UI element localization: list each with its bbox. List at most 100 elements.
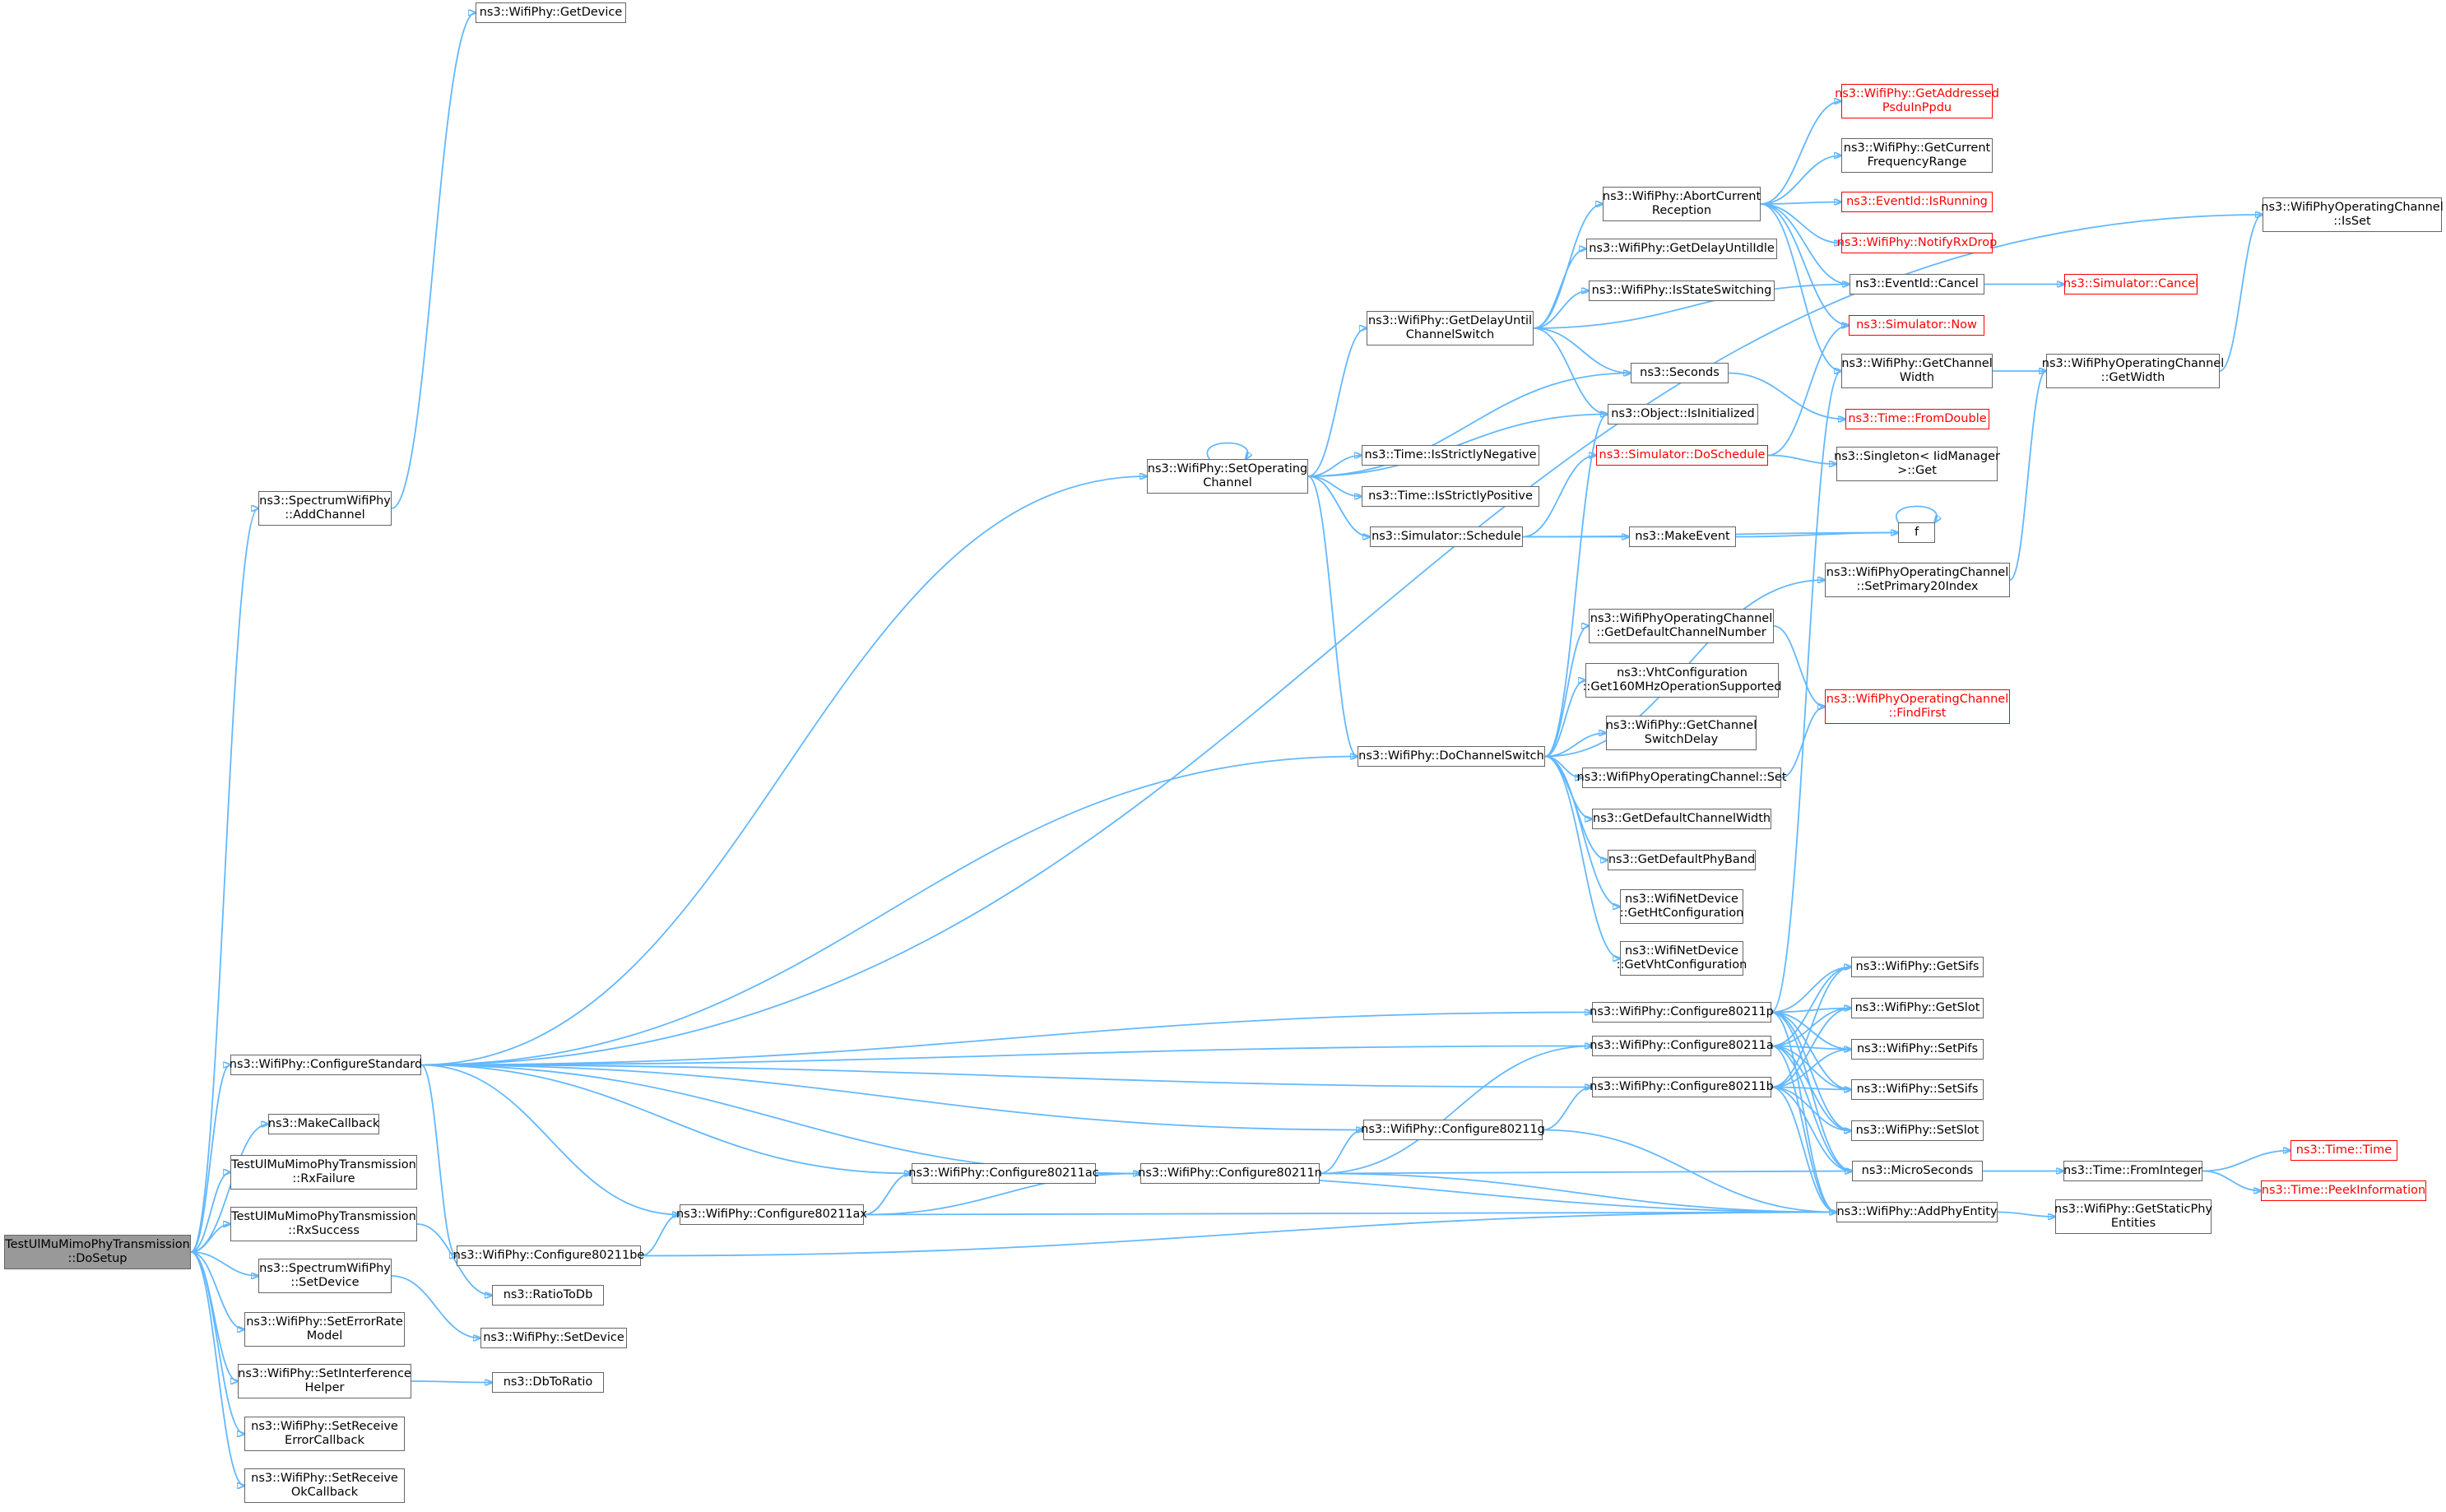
graph-node[interactable]: ns3::Singleton< IidManager >::Get <box>1834 447 2000 481</box>
graph-node[interactable]: ns3::EventId::IsRunning <box>1841 192 1993 212</box>
call-edge <box>420 476 1147 1066</box>
graph-node[interactable]: ns3::WifiPhy::Configure80211be <box>453 1245 644 1266</box>
graph-node[interactable]: ns3::MakeCallback <box>268 1114 379 1134</box>
graph-node[interactable]: ns3::SpectrumWifiPhy ::AddChannel <box>258 491 392 526</box>
call-edge <box>1771 967 1851 1013</box>
graph-node[interactable]: ns3::RatioToDb <box>492 1285 604 1306</box>
graph-node[interactable]: ns3::WifiPhy::GetDelayUntil ChannelSwitc… <box>1367 311 1534 346</box>
graph-node[interactable]: ns3::WifiPhy::GetSlot <box>1851 998 1984 1018</box>
graph-node[interactable]: ns3::WifiPhy::GetCurrent FrequencyRange <box>1841 138 1993 173</box>
graph-node[interactable]: ns3::VhtConfiguration ::Get160MHzOperati… <box>1583 663 1781 698</box>
call-edge <box>1544 733 1606 758</box>
call-edge <box>391 13 476 509</box>
call-edge <box>640 1213 1836 1257</box>
graph-node[interactable]: ns3::Seconds <box>1631 363 1729 383</box>
graph-node[interactable]: ns3::WifiPhyOperatingChannel::Set <box>1576 768 1787 788</box>
graph-node[interactable]: ns3::WifiPhy::SetPifs <box>1851 1039 1984 1060</box>
graph-node[interactable]: ns3::WifiPhy::GetStaticPhy Entities <box>2054 1199 2212 1234</box>
call-edge <box>1319 1171 1852 1174</box>
graph-node[interactable]: ns3::EventId::Cancel <box>1850 274 1984 295</box>
graph-node[interactable]: ns3::WifiPhy::SetReceive ErrorCallback <box>244 1417 405 1451</box>
graph-node[interactable]: ns3::Time::PeekInformation <box>2261 1180 2426 1201</box>
graph-node[interactable]: ns3::WifiPhy::GetSifs <box>1851 957 1984 977</box>
call-edge <box>1771 1045 1836 1213</box>
call-edge <box>1307 475 1370 537</box>
graph-node[interactable]: ns3::WifiPhy::SetSlot <box>1851 1120 1984 1141</box>
call-edge <box>1544 755 1620 959</box>
call-edge <box>1771 1086 1836 1213</box>
graph-node[interactable]: ns3::Simulator::Now <box>1849 315 1984 336</box>
graph-node[interactable]: ns3::WifiPhy::DoChannelSwitch <box>1358 746 1545 767</box>
call-edge <box>190 1065 230 1253</box>
call-edge <box>640 1215 680 1257</box>
graph-node[interactable]: ns3::Time::FromInteger <box>2063 1161 2202 1181</box>
call-edge <box>1771 1050 1851 1088</box>
call-edge <box>420 1064 680 1215</box>
call-edge <box>1760 101 1841 205</box>
graph-node[interactable]: ns3::Simulator::DoSchedule <box>1596 445 1768 466</box>
graph-node[interactable]: ns3::WifiPhy::Configure80211ax <box>676 1204 867 1225</box>
graph-node[interactable]: ns3::GetDefaultChannelWidth <box>1592 809 1771 829</box>
graph-node[interactable]: ns3::Object::IsInitialized <box>1608 404 1758 424</box>
call-edge <box>391 1275 480 1338</box>
graph-node[interactable]: ns3::WifiPhy::GetDelayUntilIdle <box>1586 239 1777 259</box>
graph-node[interactable]: ns3::GetDefaultPhyBand <box>1608 850 1756 870</box>
graph-node[interactable]: ns3::WifiPhyOperatingChannel ::IsSet <box>2261 197 2444 232</box>
call-edge <box>1771 1011 1851 1131</box>
graph-node[interactable]: ns3::WifiPhy::SetErrorRate Model <box>244 1312 405 1347</box>
graph-node[interactable]: ns3::MicroSeconds <box>1852 1161 1983 1181</box>
graph-node[interactable]: ns3::WifiPhy::SetSifs <box>1851 1079 1984 1100</box>
graph-node[interactable]: ns3::Time::Time <box>2291 1140 2397 1161</box>
graph-node[interactable]: TestUlMuMimoPhyTransmission ::DoSetup <box>4 1235 191 1269</box>
graph-node[interactable]: ns3::WifiPhyOperatingChannel ::GetWidth <box>2042 354 2224 388</box>
graph-node[interactable]: ns3::WifiPhy::IsStateSwitching <box>1589 281 1775 301</box>
graph-node[interactable]: ns3::WifiPhy::AbortCurrent Reception <box>1603 187 1761 221</box>
graph-node[interactable]: ns3::WifiPhyOperatingChannel ::FindFirst <box>1825 689 2010 724</box>
graph-node[interactable]: ns3::Time::IsStrictlyPositive <box>1362 486 1539 507</box>
graph-node[interactable]: TestUlMuMimoPhyTransmission ::RxFailure <box>230 1155 417 1190</box>
graph-node[interactable]: TestUlMuMimoPhyTransmission ::RxSuccess <box>230 1207 417 1241</box>
graph-node[interactable]: ns3::WifiNetDevice ::GetHtConfiguration <box>1620 889 1743 924</box>
graph-node[interactable]: ns3::Time::FromDouble <box>1845 409 1989 429</box>
call-edge <box>1771 967 1851 1088</box>
graph-node[interactable]: ns3::WifiPhy::SetDevice <box>480 1328 627 1348</box>
graph-node[interactable]: ns3::WifiPhy::NotifyRxDrop <box>1837 233 1997 253</box>
graph-node[interactable]: f <box>1898 522 1935 543</box>
graph-node[interactable]: ns3::WifiPhyOperatingChannel ::GetDefaul… <box>1589 609 1774 643</box>
graph-node[interactable]: ns3::WifiPhyOperatingChannel ::SetPrimar… <box>1825 563 2010 597</box>
graph-node[interactable]: ns3::MakeEvent <box>1629 526 1736 547</box>
call-edge <box>1542 1129 1836 1213</box>
graph-node[interactable]: ns3::Simulator::Cancel <box>2063 274 2198 295</box>
graph-node[interactable]: ns3::WifiPhy::ConfigureStandard <box>230 1055 422 1075</box>
call-edge <box>420 1064 1140 1174</box>
graph-node[interactable]: ns3::WifiPhy::SetInterference Helper <box>238 1364 411 1398</box>
call-edge <box>190 1172 230 1253</box>
graph-node[interactable]: ns3::WifiPhy::GetChannel Width <box>1841 354 1993 388</box>
graph-node[interactable]: ns3::WifiPhy::Configure80211a <box>1590 1036 1774 1056</box>
graph-node[interactable]: ns3::SpectrumWifiPhy ::SetDevice <box>258 1259 392 1293</box>
call-edge <box>420 1064 1592 1088</box>
call-edge <box>420 757 1358 1066</box>
graph-node[interactable]: ns3::WifiPhy::Configure80211ac <box>908 1163 1099 1184</box>
call-edge <box>420 1013 1592 1066</box>
call-edge <box>2202 1170 2261 1191</box>
graph-node[interactable]: ns3::Time::IsStrictlyNegative <box>1362 445 1539 466</box>
graph-node[interactable]: ns3::WifiPhy::SetOperating Channel <box>1147 459 1308 494</box>
graph-node[interactable]: ns3::WifiPhy::GetDevice <box>476 2 626 23</box>
graph-node[interactable]: ns3::WifiPhy::GetChannel SwitchDelay <box>1606 716 1757 750</box>
graph-node[interactable]: ns3::WifiPhy::GetAddressed PsduInPpdu <box>1835 84 1999 118</box>
graph-node[interactable]: ns3::WifiPhy::Configure80211n <box>1138 1163 1322 1184</box>
graph-node[interactable]: ns3::WifiPhy::Configure80211b <box>1590 1077 1774 1097</box>
graph-node[interactable]: ns3::WifiPhy::SetReceive OkCallback <box>244 1468 405 1503</box>
call-edge <box>1544 755 1620 907</box>
call-edge <box>1767 326 1849 457</box>
call-edge <box>190 1251 258 1276</box>
graph-node[interactable]: ns3::WifiPhy::Configure80211p <box>1590 1002 1774 1023</box>
graph-node[interactable]: ns3::Simulator::Schedule <box>1370 526 1523 547</box>
call-edge <box>1533 285 1850 329</box>
graph-node[interactable]: ns3::DbToRatio <box>492 1372 604 1393</box>
graph-node[interactable]: ns3::WifiNetDevice ::GetVhtConfiguration <box>1617 941 1747 976</box>
graph-node[interactable]: ns3::WifiPhy::Configure80211g <box>1361 1120 1545 1140</box>
graph-node[interactable]: ns3::WifiPhy::AddPhyEntity <box>1836 1202 1998 1222</box>
